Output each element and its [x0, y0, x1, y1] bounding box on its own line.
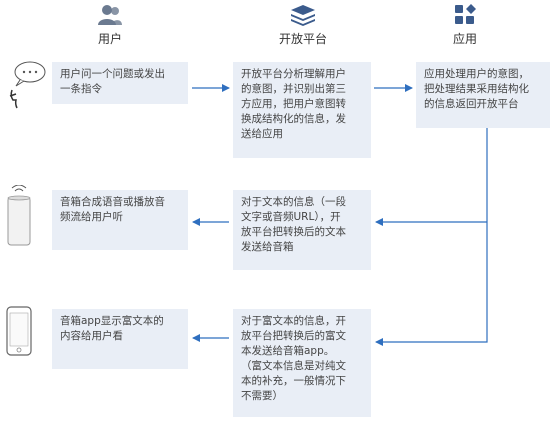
box-line: （富文本信息是对纯文	[241, 360, 346, 372]
box-line: 把处理结果采用结构化	[424, 83, 529, 95]
platform-richtext-box: 对于富文本的信息，开 放平台把转换后的富文 本发送给音箱app。 （富文本信息是…	[233, 309, 371, 417]
arrow-app-return	[375, 128, 488, 346]
box-line: 文字或音频URL），开	[241, 211, 341, 223]
box-line: 用户问一个问题或发出	[60, 68, 165, 80]
speaking-person-icon	[9, 61, 46, 109]
box-line: 频流给用户听	[60, 211, 123, 223]
column-header-app: 应用	[440, 4, 490, 47]
box-line: 对于富文本的信息，开	[241, 315, 346, 327]
column-title-platform: 开放平台	[278, 32, 327, 46]
column-header-platform: 开放平台	[263, 4, 343, 47]
box-line: 一条指令	[60, 83, 102, 95]
box-line: 方应用，把用户意图转	[241, 98, 346, 110]
box-line: 的信息返回开放平台	[424, 98, 519, 110]
speaker-voice-box: 音箱合成语音或播放音 频流给用户听	[52, 190, 188, 250]
box-line: 放平台把转换后的文本	[241, 226, 346, 238]
box-line: 的意图，并识别出第三	[241, 83, 346, 95]
column-title-user: 用户	[97, 32, 122, 46]
box-line: 换成结构化的信息，发	[241, 113, 346, 125]
box-line: 开放平台分析理解用户	[241, 68, 346, 80]
app-process-box: 应用处理用户的意图， 把处理结果采用结构化 的信息返回开放平台	[416, 62, 550, 128]
box-line: 应用处理用户的意图，	[424, 68, 529, 80]
box-line: 内容给用户看	[60, 330, 123, 342]
box-line: 送给应用	[241, 128, 283, 140]
platform-analyze-box: 开放平台分析理解用户 的意图，并识别出第三 方应用，把用户意图转 换成结构化的信…	[233, 62, 371, 158]
box-line: 本发送给音箱app。	[241, 345, 335, 357]
user-request-box: 用户问一个问题或发出 一条指令	[52, 62, 188, 104]
box-line: 对于文本的信息（一段	[241, 196, 346, 208]
box-line: 发送给音箱	[241, 241, 294, 253]
smartphone-icon	[6, 306, 32, 356]
column-title-app: 应用	[452, 32, 477, 46]
smart-speaker-icon	[7, 185, 31, 246]
box-line: 放平台把转换后的富文	[241, 330, 346, 342]
column-header-user: 用户	[85, 4, 135, 47]
app-display-box: 音箱app显示富文本的 内容给用户看	[52, 309, 188, 369]
box-line: 本的补充，一般情况下	[241, 375, 346, 387]
platform-text-box: 对于文本的信息（一段 文字或音频URL），开 放平台把转换后的文本 发送给音箱	[233, 190, 371, 270]
user-group-icon	[98, 5, 122, 25]
box-line: 音箱合成语音或播放音	[60, 196, 165, 208]
app-grid-icon	[455, 4, 476, 24]
layers-icon	[291, 5, 315, 26]
box-line: 音箱app显示富文本的	[60, 315, 164, 327]
box-line: 不需要）	[241, 390, 283, 402]
